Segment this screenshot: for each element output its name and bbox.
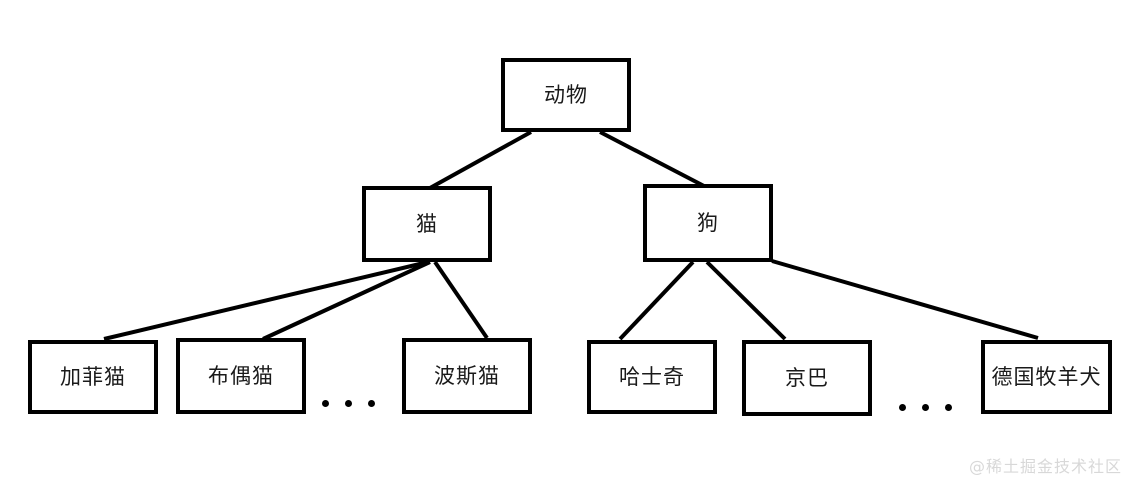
- node-label-german-shepherd: 德国牧羊犬: [991, 364, 1102, 389]
- edge-animal-to-dog: [599, 130, 705, 188]
- edge-dog-to-german-shepherd: [771, 259, 1039, 340]
- node-german-shepherd[interactable]: 德国牧羊犬: [981, 340, 1112, 414]
- edge-cat-to-persian: [433, 260, 489, 340]
- node-husky[interactable]: 哈士奇: [587, 340, 717, 414]
- node-dog[interactable]: 狗: [643, 184, 773, 262]
- node-persian[interactable]: 波斯猫: [402, 338, 532, 414]
- edge-cat-to-ragdoll: [262, 260, 431, 341]
- cat-ellipsis: [322, 400, 375, 407]
- ellipsis-dot: [368, 400, 375, 407]
- edge-dog-to-pekingese: [705, 260, 787, 341]
- node-garfield[interactable]: 加菲猫: [28, 340, 158, 414]
- node-label-persian: 波斯猫: [434, 363, 500, 388]
- node-cat[interactable]: 猫: [362, 186, 492, 262]
- node-label-garfield: 加菲猫: [60, 364, 126, 389]
- edge-dog-to-husky: [618, 260, 695, 341]
- node-label-animal: 动物: [544, 82, 588, 107]
- node-label-ragdoll: 布偶猫: [208, 363, 274, 388]
- node-label-dog: 狗: [697, 210, 719, 235]
- edge-cat-to-garfield: [103, 260, 429, 341]
- ellipsis-dot: [922, 404, 929, 411]
- node-pekingese[interactable]: 京巴: [742, 340, 872, 416]
- node-ragdoll[interactable]: 布偶猫: [176, 338, 306, 414]
- node-label-husky: 哈士奇: [619, 364, 685, 389]
- ellipsis-dot: [345, 400, 352, 407]
- node-label-cat: 猫: [416, 211, 438, 236]
- edge-animal-to-cat: [429, 130, 532, 190]
- ellipsis-dot: [899, 404, 906, 411]
- node-animal[interactable]: 动物: [501, 58, 631, 132]
- node-label-pekingese: 京巴: [785, 365, 829, 390]
- dog-ellipsis: [899, 404, 952, 411]
- ellipsis-dot: [945, 404, 952, 411]
- watermark: @稀土掘金技术社区: [968, 457, 1122, 476]
- ellipsis-dot: [322, 400, 329, 407]
